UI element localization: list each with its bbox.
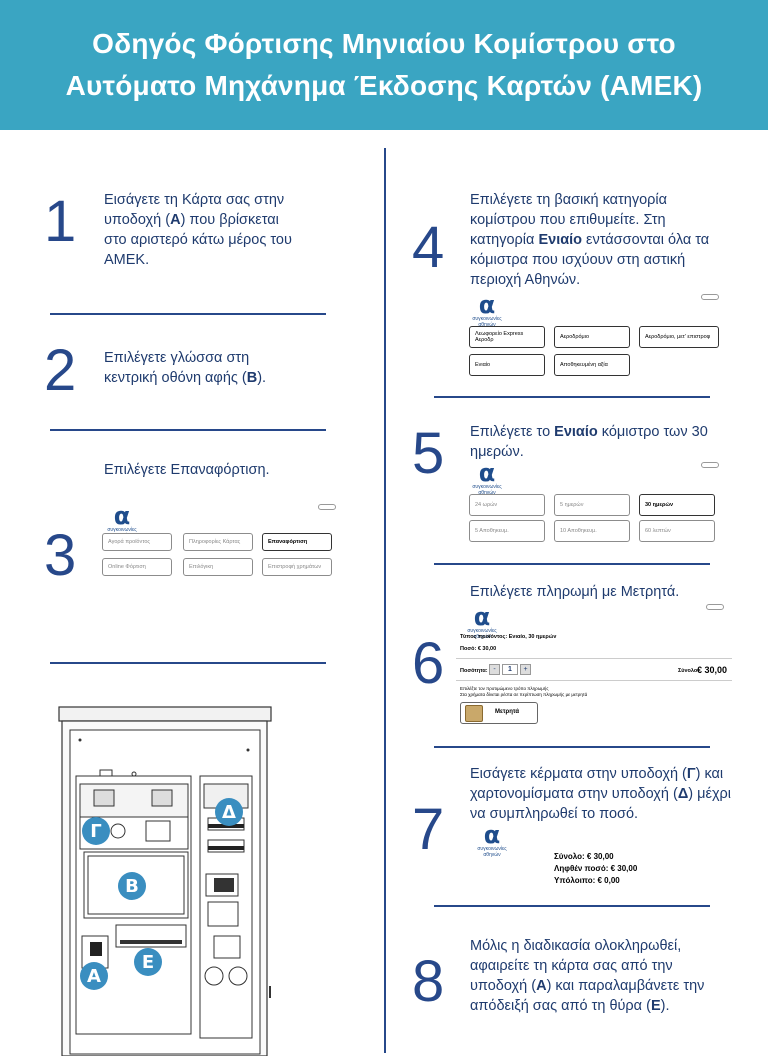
cash-label: Μετρητά <box>495 709 520 715</box>
oasa-logo: α συγκοινωνίες αθηνών <box>472 459 502 496</box>
label-b: Β <box>118 872 146 900</box>
step-4-number: 4 <box>412 215 445 280</box>
step-6-number: 6 <box>412 631 445 696</box>
step-6-text: Επιλέγετε πληρωμή με Μετρητά. <box>470 584 680 600</box>
btn-buy-product[interactable]: Αγορά προϊόντος <box>102 533 172 551</box>
language-pill[interactable] <box>701 294 719 300</box>
btn-refund[interactable]: Επιστροφή χρημάτων <box>262 558 332 576</box>
label-a: Α <box>80 962 108 990</box>
btn-10-stored[interactable]: 10 Αποθηκευμ. <box>554 520 630 542</box>
machine-drawing <box>58 706 272 1057</box>
btn-online-recharge[interactable]: Online Φόρτιση <box>102 558 172 576</box>
step-8-text: Μόλις η διαδικασία ολοκληρωθεί, αφαιρείτ… <box>470 938 705 1014</box>
step-1-text: Εισάγετε τη Κάρτα σας στην υποδοχή (Α) π… <box>104 192 292 268</box>
divider <box>50 429 326 431</box>
oasa-logo: α συγκοινωνίες αθηνών <box>467 603 497 640</box>
payment-note-1: Επιλέξτε τον προτιμώμενο τρόπο πληρωμής <box>460 686 549 691</box>
btn-24h[interactable]: 24 ωρών <box>469 494 545 516</box>
btn-airport-return[interactable]: Αεροδρόμιο, μετ' επιστροφ <box>639 326 719 348</box>
label-g: Γ <box>82 817 110 845</box>
label-e: Ε <box>134 948 162 976</box>
btn-unified[interactable]: Ενιαίο <box>469 354 545 376</box>
column-divider <box>384 148 386 1053</box>
btn-60min[interactable]: 60 λεπτών <box>639 520 715 542</box>
step-7-number: 7 <box>412 797 445 862</box>
step-8-number: 8 <box>412 949 445 1014</box>
btn-recharge[interactable]: Επαναφόρτιση <box>262 533 332 551</box>
price: Ποσό: € 30,00 <box>460 646 497 652</box>
step-1-number: 1 <box>44 189 77 254</box>
step-7-text: Εισάγετε κέρματα στην υποδοχή (Γ) και χα… <box>470 766 732 822</box>
btn-stored-value[interactable]: Αποθηκευμένη αξία <box>554 354 630 376</box>
btn-30days[interactable]: 30 ημερών <box>639 494 715 516</box>
separator <box>456 658 732 659</box>
step-2-text: Επιλέγετε γλώσσα στη κεντρική οθόνη αφής… <box>104 350 267 386</box>
payment-note-2: Στα χρήματα δίνεται ρέστα σε περίπτωση π… <box>460 692 588 697</box>
separator <box>456 680 732 681</box>
step-5-number: 5 <box>412 421 445 486</box>
step-3-number: 3 <box>44 523 77 588</box>
btn-5-stored[interactable]: 5 Αποθηκευμ. <box>469 520 545 542</box>
cash-button[interactable]: Μετρητά <box>460 702 538 724</box>
step-4-text: Επιλέγετε τη βασική κατηγορία κομίστρου … <box>470 192 710 288</box>
btn-airport[interactable]: Αεροδρόμιο <box>554 326 630 348</box>
language-pill[interactable] <box>318 504 336 510</box>
step-5-text: Επιλέγετε το Ενιαίο κόμιστρο των 30 ημερ… <box>470 424 708 460</box>
title-line-2: Αυτόματο Μηχάνημα Έκδοσης Καρτών (ΑΜΕΚ) <box>65 70 703 101</box>
divider <box>434 905 710 907</box>
qty-plus-button[interactable]: + <box>520 664 531 675</box>
divider <box>434 746 710 748</box>
cash-icon <box>465 705 483 722</box>
page-title: Οδηγός Φόρτισης Μηνιαίου Κομίστρου στο Α… <box>66 23 703 107</box>
total-label: Σύνολο: <box>678 668 700 674</box>
step-6-screen: α συγκοινωνίες αθηνών Τύπος προϊόντος: Ε… <box>456 602 732 726</box>
btn-card-info[interactable]: Πληροφορίες Κάρτας <box>183 533 253 551</box>
step-7-screen: α συγκοινωνίες αθηνών Σύνολο: € 30,00 Λη… <box>470 822 670 892</box>
btn-express-bus[interactable]: Λεωφορείο Express Αεροδρ <box>469 326 545 348</box>
summary-remaining: Υπόλοιπο: € 0,00 <box>554 876 620 885</box>
quantity-label: Ποσότητα: <box>460 668 488 674</box>
language-pill[interactable] <box>701 462 719 468</box>
step-3-screen: α συγκοινωνίες αθηνών Αγορά προϊόντος Πλ… <box>96 500 341 580</box>
divider <box>434 563 710 565</box>
summary-received: Ληφθέν ποσό: € 30,00 <box>554 864 638 873</box>
ticket-machine-illustration: Δ Γ Β Ε Α <box>58 706 273 1057</box>
step-5-screen: α συγκοινωνίες αθηνών 24 ωρών 5 ημερών 3… <box>465 460 723 542</box>
oasa-logo: α συγκοινωνίες αθηνών <box>472 291 502 328</box>
summary-total: Σύνολο: € 30,00 <box>554 852 614 861</box>
label-d: Δ <box>215 798 243 826</box>
qty-value[interactable]: 1 <box>502 664 518 675</box>
step-4-screen: α συγκοινωνίες αθηνών Λεωφορείο Express … <box>465 292 723 382</box>
step-3-text: Επιλέγετε Επαναφόρτιση. <box>104 462 270 478</box>
oasa-logo: α συγκοινωνίες αθηνών <box>477 821 507 858</box>
btn-5days[interactable]: 5 ημερών <box>554 494 630 516</box>
divider <box>50 662 326 664</box>
total-value: € 30,00 <box>697 665 728 675</box>
title-line-1: Οδηγός Φόρτισης Μηνιαίου Κομίστρου στο <box>92 28 676 59</box>
btn-selection[interactable]: Επιλόγικη <box>183 558 253 576</box>
language-pill[interactable] <box>706 604 724 610</box>
qty-minus-button[interactable]: - <box>489 664 500 675</box>
product-type: Τύπος προϊόντος: Ενιαίο, 30 ημερών <box>460 634 557 640</box>
divider <box>434 396 710 398</box>
header-banner: Οδηγός Φόρτισης Μηνιαίου Κομίστρου στο Α… <box>0 0 768 130</box>
step-2-number: 2 <box>44 338 77 403</box>
divider <box>50 313 326 315</box>
